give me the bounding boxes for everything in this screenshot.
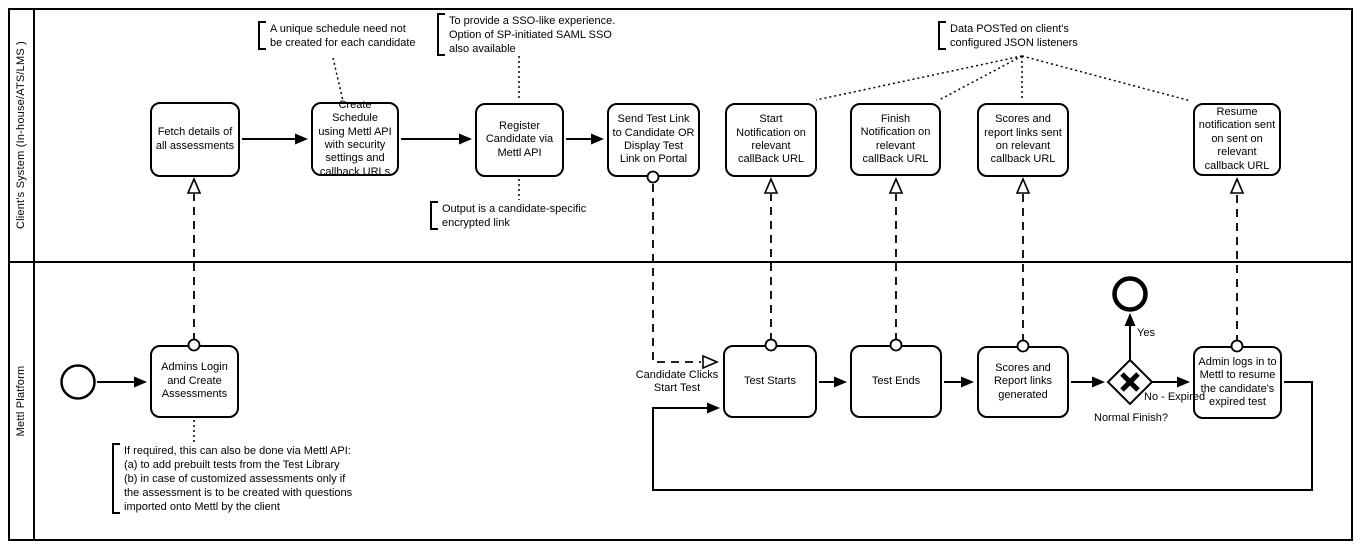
annotation-data-posted: Data POSTed on client's configured JSON … bbox=[938, 21, 1078, 51]
task-start-notification-label: Start Notification on relevant callBack … bbox=[736, 113, 806, 166]
task-test-starts: Test Starts bbox=[723, 345, 817, 418]
task-test-ends-label: Test Ends bbox=[871, 374, 921, 387]
task-scores-sent-label: Scores and report links sent on relevant… bbox=[984, 113, 1062, 166]
task-test-ends: Test Ends bbox=[850, 345, 942, 418]
label-normal-finish: Normal Finish? bbox=[1094, 412, 1168, 424]
task-admin-resume: Admin logs in to Mettl to resume the can… bbox=[1193, 346, 1282, 419]
task-start-notification: Start Notification on relevant callBack … bbox=[725, 103, 817, 177]
start-event-circle bbox=[60, 364, 96, 400]
annotation-bracket bbox=[938, 21, 946, 51]
annotation-bracket bbox=[430, 201, 438, 231]
task-finish-notification-label: Finish Notification on relevant callBack… bbox=[860, 112, 931, 165]
lane-label-client-system: Client's System (In-house/ATS/LMS ) bbox=[15, 40, 27, 230]
label-yes: Yes bbox=[1137, 327, 1155, 339]
annotation-sso: To provide a SSO-like experience. Option… bbox=[437, 13, 616, 57]
task-send-test-link: Send Test Link to Candidate OR Display T… bbox=[607, 103, 700, 177]
annotation-if-required: If required, this can also be done via M… bbox=[112, 443, 353, 515]
task-finish-notification: Finish Notification on relevant callBack… bbox=[850, 103, 941, 176]
annotation-data-posted-text: Data POSTed on client's configured JSON … bbox=[950, 23, 1078, 50]
end-event-circle bbox=[1112, 276, 1148, 312]
message-flow-open-arrowheads bbox=[186, 176, 1245, 370]
task-send-test-link-label: Send Test Link to Candidate OR Display T… bbox=[612, 113, 695, 166]
gateway-x-icon bbox=[1120, 372, 1140, 392]
annotation-unique-schedule: A unique schedule need not be created fo… bbox=[258, 21, 416, 51]
pool-border bbox=[8, 8, 1353, 541]
task-test-starts-label: Test Starts bbox=[744, 374, 796, 387]
task-create-schedule: Create Schedule using Mettl API with sec… bbox=[311, 98, 399, 178]
loop-flow-expired-test bbox=[652, 381, 1313, 491]
annotation-output-link: Output is a candidate-specific encrypted… bbox=[430, 201, 587, 231]
label-candidate-clicks: Candidate Clicks Start Test bbox=[635, 369, 719, 395]
sequence-flows bbox=[97, 133, 1313, 491]
task-admins-login-label: Admins Login and Create Assessments bbox=[161, 361, 228, 401]
gateway-normal-finish bbox=[1106, 358, 1154, 406]
task-admin-resume-label: Admin logs in to Mettl to resume the can… bbox=[1198, 355, 1277, 408]
annotation-bracket bbox=[258, 21, 266, 51]
annotation-bracket bbox=[112, 443, 120, 515]
annotation-links bbox=[193, 55, 1192, 443]
task-fetch-details: Fetch details of all assessments bbox=[150, 102, 240, 177]
lane-label-mettl-platform: Mettl Platform bbox=[15, 365, 27, 437]
message-flows bbox=[193, 184, 1238, 363]
label-no-expired: No - Expired bbox=[1144, 391, 1206, 403]
task-fetch-details-label: Fetch details of all assessments bbox=[155, 126, 235, 152]
annotation-sso-text: To provide a SSO-like experience. Option… bbox=[449, 15, 616, 56]
task-scores-generated: Scores and Report links generated bbox=[977, 346, 1069, 418]
annotation-bracket bbox=[437, 13, 445, 57]
message-flow-source-circles bbox=[187, 170, 1244, 353]
task-scores-sent: Scores and report links sent on relevant… bbox=[977, 103, 1069, 177]
lane-label-strip-divider bbox=[33, 8, 35, 541]
annotation-output-link-text: Output is a candidate-specific encrypted… bbox=[442, 203, 587, 230]
task-resume-notification-label: Resume notification sent on sent on rele… bbox=[1198, 105, 1276, 172]
task-create-schedule-label: Create Schedule using Mettl API with sec… bbox=[318, 98, 392, 178]
task-register-candidate-label: Register Candidate via Mettl API bbox=[485, 119, 554, 159]
task-scores-generated-label: Scores and Report links generated bbox=[993, 361, 1053, 401]
task-register-candidate: Register Candidate via Mettl API bbox=[475, 103, 564, 177]
annotation-unique-schedule-text: A unique schedule need not be created fo… bbox=[270, 23, 416, 50]
annotation-if-required-text: If required, this can also be done via M… bbox=[124, 445, 353, 514]
lane-divider bbox=[8, 261, 1353, 263]
task-resume-notification: Resume notification sent on sent on rele… bbox=[1193, 103, 1281, 176]
